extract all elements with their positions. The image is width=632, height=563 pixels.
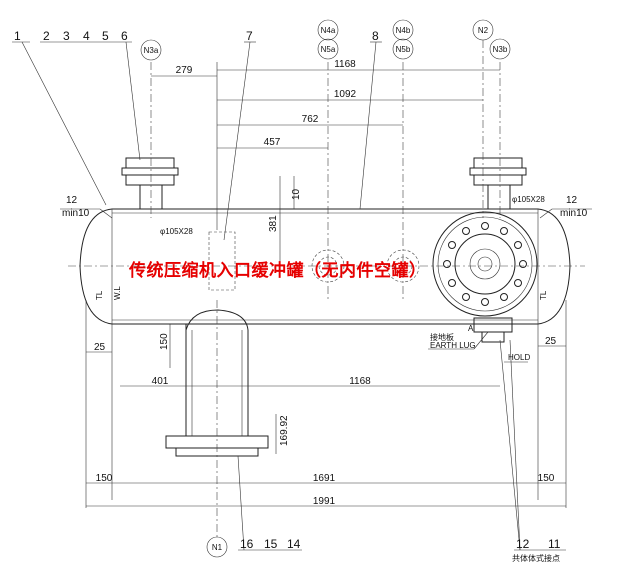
weld-right-num: 12 xyxy=(566,195,578,206)
weld-mark-right xyxy=(539,208,592,219)
part-number-1: 1 xyxy=(14,29,21,43)
svg-text:N3a: N3a xyxy=(144,46,159,55)
top-dimensions xyxy=(151,62,500,230)
tl-left-label: TL xyxy=(95,290,104,300)
dim-150-bottom-left: 150 xyxy=(96,473,113,484)
part-number-16: 16 xyxy=(240,537,254,551)
part-number-7: 7 xyxy=(246,29,253,43)
bottom-leaders xyxy=(237,339,566,551)
dim-1168-top: 1168 xyxy=(334,59,356,70)
nozzle-tag-n3a: N3a xyxy=(140,39,162,61)
part-number-11: 11 xyxy=(548,537,561,551)
weld-mark-left xyxy=(60,208,113,219)
dim-1991: 1991 xyxy=(313,496,336,507)
nozzle-tag-n3b: N3b xyxy=(489,38,511,60)
dim-150-bottom-right: 150 xyxy=(538,473,555,484)
part-number-12: 12 xyxy=(516,537,530,551)
part-number-14: 14 xyxy=(287,537,301,551)
dim-457: 457 xyxy=(264,137,281,148)
part-number-4: 4 xyxy=(83,29,90,43)
nozzle-tag-n5b: N5b xyxy=(392,38,414,60)
svg-text:N1: N1 xyxy=(212,543,223,552)
manway-flange xyxy=(432,211,538,343)
svg-text:N4a: N4a xyxy=(321,26,336,35)
part-number-2: 2 xyxy=(43,29,50,43)
wl-label: W.L xyxy=(113,286,122,300)
dim-1691: 1691 xyxy=(313,473,336,484)
earth-lug-en: EARTH LUG xyxy=(430,341,476,350)
part-leaders xyxy=(12,41,382,241)
svg-text:N5b: N5b xyxy=(396,45,411,54)
side-dimension-lines xyxy=(86,176,566,454)
part-number-8: 8 xyxy=(372,29,379,43)
hold-label: HOLD xyxy=(508,353,530,362)
nozzle-n3a-body xyxy=(121,62,179,218)
hole-note-left: φ105X28 xyxy=(160,227,193,236)
bottom-dimensions xyxy=(85,300,567,508)
svg-text:N2: N2 xyxy=(478,26,489,35)
dim-762: 762 xyxy=(302,114,319,125)
hole-note-right: φ105X28 xyxy=(512,195,545,204)
nozzle-n1-body xyxy=(165,300,269,540)
svg-text:N5a: N5a xyxy=(321,45,336,54)
dim-381: 381 xyxy=(268,215,279,232)
sight-glasses xyxy=(208,62,420,300)
svg-text:N4b: N4b xyxy=(396,26,411,35)
part-number-3: 3 xyxy=(63,29,70,43)
dim-10: 10 xyxy=(291,188,302,200)
nozzle-tag-n5a: N5a xyxy=(317,38,339,60)
nozzle-tag-n2: N2 xyxy=(472,19,494,41)
point-a-label: A xyxy=(468,324,474,333)
dim-279: 279 xyxy=(176,65,193,76)
dim-169: 169.92 xyxy=(279,415,290,446)
nozzle-tag-n4a: N4a xyxy=(317,19,339,41)
weld-left-num: 12 xyxy=(66,195,78,206)
earth-lug-cn: 接地板 xyxy=(430,332,454,342)
nozzle-tag-n1: N1 xyxy=(206,536,228,558)
nozzle-n2-body xyxy=(469,40,527,218)
dim-1092: 1092 xyxy=(334,89,357,100)
dim-25-right: 25 xyxy=(545,336,557,347)
dim-401: 401 xyxy=(152,376,169,387)
part-number-6: 6 xyxy=(121,29,128,43)
dim-1168-bottom: 1168 xyxy=(349,376,371,387)
bottom-note: 共体体式接点 xyxy=(512,553,560,563)
earth-lug-callout xyxy=(428,331,528,363)
weld-left-sub: min10 xyxy=(62,208,90,219)
weld-right-sub: min10 xyxy=(560,208,588,219)
part-number-15: 15 xyxy=(264,537,278,551)
drawing-title: 传统压缩机入口缓冲罐（无内件空罐） xyxy=(129,261,427,281)
tl-right-label: TL xyxy=(539,290,548,300)
nozzle-tag-n4b: N4b xyxy=(392,19,414,41)
svg-text:N3b: N3b xyxy=(493,45,508,54)
dim-150-left: 150 xyxy=(159,333,170,350)
dim-25-left: 25 xyxy=(94,342,106,353)
part-number-5: 5 xyxy=(102,29,109,43)
